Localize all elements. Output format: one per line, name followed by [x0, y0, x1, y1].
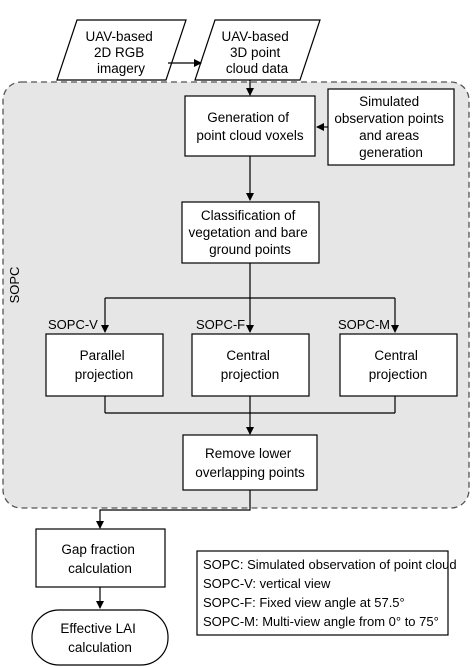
gap-line-2: calculation [68, 561, 132, 576]
simulated-line-1: Simulated [359, 94, 419, 109]
central-projection-f-text: Central projection [221, 348, 280, 382]
input-rgb-line-1: UAV-based [85, 29, 152, 44]
gap-fraction-text: Gap fraction calculation [61, 542, 138, 576]
voxel-line-2: point cloud voxels [196, 128, 304, 143]
gap-line-1: Gap fraction [61, 542, 135, 557]
gap-fraction-box [35, 528, 166, 588]
parallel-projection-box [45, 333, 164, 397]
legend-box [196, 550, 449, 636]
classification-text: Classification of vegetation and bare gr… [188, 208, 311, 257]
remove-line-2: overlapping points [195, 465, 305, 480]
branch-tag-v: SOPC-V [48, 317, 98, 332]
input-rgb-imagery [56, 19, 187, 81]
lai-line-1: Effective LAI [60, 621, 136, 636]
input-rgb-line-3: imagery [97, 61, 145, 76]
branch-f-line-2: projection [221, 367, 280, 382]
input-pointcloud-line-3: cloud data [226, 61, 289, 76]
input-rgb-line-2: 2D RGB [94, 45, 144, 60]
branch-tag-f: SOPC-F [196, 317, 245, 332]
voxel-line-1: Generation of [207, 110, 289, 125]
parallel-projection-text: Parallel projection [75, 348, 134, 382]
legend-item-4: SOPC-M: Multi-view angle from 0° to 75° [203, 614, 439, 629]
branch-v-line-2: projection [75, 367, 134, 382]
classification-line-1: Classification of [201, 208, 296, 223]
input-pointcloud-text: UAV-based 3D point cloud data [221, 29, 292, 76]
remove-overlapping-box [182, 434, 318, 491]
simulated-observation-text: Simulated observation points and areas g… [334, 94, 447, 160]
branch-tag-m: SOPC-M [338, 317, 390, 332]
effective-lai-text: Effective LAI calculation [60, 621, 139, 655]
legend-item-1: SOPC: Simulated observation of point clo… [203, 557, 457, 572]
branch-f-line-1: Central [226, 348, 270, 363]
sopc-region-label: SOPC [7, 267, 22, 304]
classification-box [181, 201, 320, 264]
legend-item-3: SOPC-F: Fixed view angle at 57.5° [203, 595, 405, 610]
input-rgb-text: UAV-based 2D RGB imagery [85, 29, 156, 76]
legend-item-2: SOPC-V: vertical view [203, 576, 331, 591]
simulated-line-4: generation [359, 145, 423, 160]
branch-v-line-1: Parallel [80, 348, 125, 363]
simulated-observation-box [327, 88, 455, 166]
lai-line-2: calculation [68, 640, 132, 655]
arrow-remove-to-gap [96, 490, 251, 529]
branch-m-line-2: projection [369, 367, 428, 382]
central-projection-box-m [339, 333, 458, 397]
central-projection-box-f [191, 333, 310, 397]
voxel-generation-text: Generation of point cloud voxels [196, 110, 304, 143]
branch-m-line-1: Central [374, 348, 418, 363]
classification-line-3: ground points [209, 242, 291, 257]
simulated-line-3: and areas [359, 128, 419, 143]
remove-overlapping-text: Remove lower overlapping points [195, 446, 305, 480]
simulated-line-2: observation points [334, 111, 444, 126]
input-pointcloud-line-2: 3D point [230, 45, 281, 60]
central-projection-m-text: Central projection [369, 348, 428, 382]
classification-line-2: vegetation and bare [188, 225, 307, 240]
voxel-generation-box [184, 95, 316, 157]
input-pointcloud-line-1: UAV-based [221, 29, 288, 44]
effective-lai-terminator [31, 609, 169, 666]
sopc-region [2, 81, 470, 509]
remove-line-1: Remove lower [205, 446, 292, 461]
